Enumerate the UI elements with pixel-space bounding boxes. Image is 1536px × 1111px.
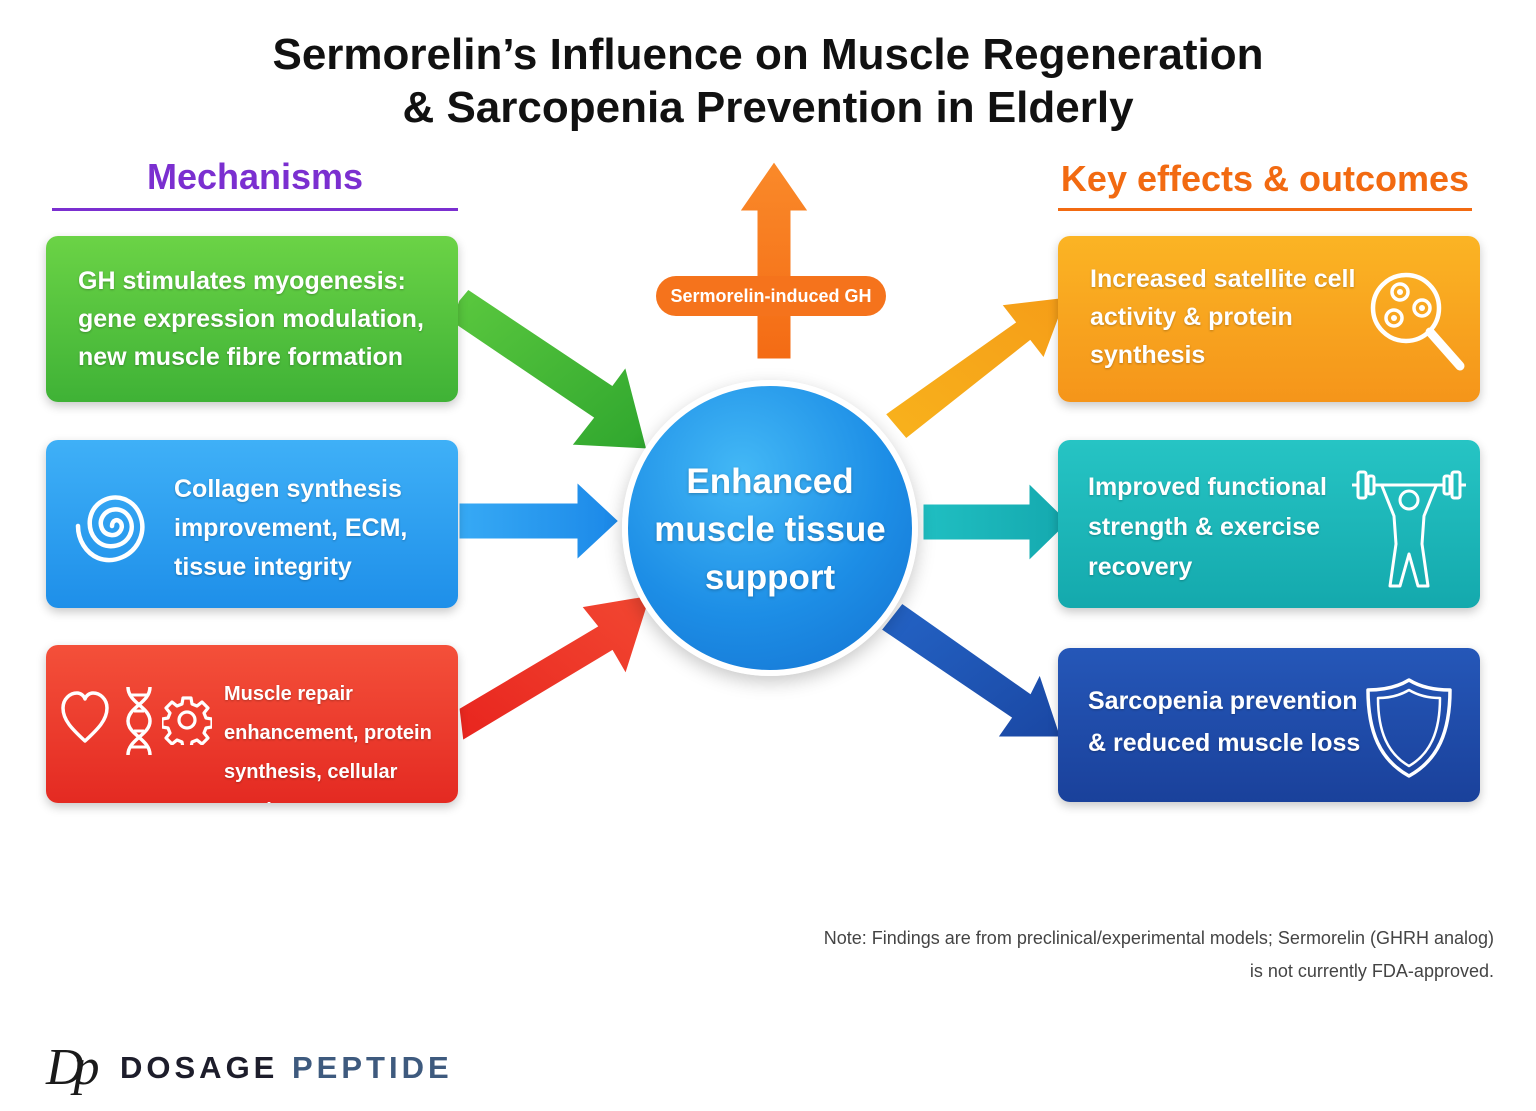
arrow-yellow: [881, 294, 1071, 443]
arrow-blue: [456, 476, 623, 566]
mechanism-text: GH stimulates myogenesis: gene expressio…: [78, 267, 424, 371]
outcome-text: Improved functional strength & exercise …: [1088, 473, 1327, 581]
title-line-1: Sermorelin’s Influence on Muscle Regener…: [272, 30, 1264, 79]
dna-icon: [126, 686, 152, 756]
arrow-teal: [920, 477, 1073, 567]
footnote: Note: Findings are from preclinical/expe…: [700, 922, 1494, 988]
center-label: Enhanced muscle tissue support: [654, 462, 886, 597]
title-line-2: & Sarcopenia Prevention in Elderly: [402, 83, 1134, 132]
mechanism-text: Collagen synthesis improvement, ECM, tis…: [174, 475, 408, 581]
footnote-line-1: Note: Findings are from preclinical/expe…: [823, 928, 1494, 948]
mechanisms-heading: Mechanisms: [146, 156, 364, 197]
logo-word-dosage: DOSAGE: [120, 1050, 279, 1085]
shield-icon: [1366, 678, 1452, 778]
weightlifter-icon: [1352, 470, 1466, 588]
gh-pill: Sermorelin-induced GH: [656, 276, 886, 316]
logo-mark: Dp: [46, 1039, 99, 1096]
arrow-green: [448, 286, 650, 452]
mechanism-box-myogenesis: GH stimulates myogenesis: gene expressio…: [46, 236, 458, 402]
magnifier-cells-icon: [1370, 272, 1465, 371]
outcome-box-satellite: Increased satellite cell activity & prot…: [1058, 236, 1480, 402]
outcome-box-strength: Improved functional strength & exercise …: [1058, 440, 1480, 608]
page-title: Sermorelin’s Influence on Muscle Regener…: [0, 28, 1536, 134]
center-circle: Enhanced muscle tissue support: [622, 380, 918, 676]
logo-word-peptide: PEPTIDE: [292, 1050, 453, 1085]
footnote-line-2: is not currently FDA-approved.: [1249, 961, 1494, 981]
arrow-navy: [877, 599, 1065, 740]
arrow-red: [456, 592, 655, 745]
outcome-box-sarcopenia: Sarcopenia prevention & reduced muscle l…: [1058, 648, 1480, 802]
mechanism-box-repair: Muscle repair enhancement, protein synth…: [46, 645, 458, 803]
gear-icon: [162, 696, 212, 745]
mechanism-text: Muscle repair enhancement, protein synth…: [224, 683, 432, 803]
outcome-text: Sarcopenia prevention & reduced muscle l…: [1088, 687, 1361, 757]
mechanism-box-collagen: Collagen synthesis improvement, ECM, tis…: [46, 440, 458, 608]
arrow-orange-up: [735, 157, 813, 362]
outcomes-heading: Key effects & outcomes: [1060, 158, 1470, 199]
spiral-icon: [75, 495, 145, 563]
outcomes-underline: [1058, 208, 1472, 211]
heart-icon: [61, 691, 109, 743]
outcome-text: Increased satellite cell activity & prot…: [1090, 265, 1356, 369]
brand-logo: Dp DOSAGE PEPTIDE: [46, 1038, 486, 1098]
mechanisms-underline: [52, 208, 458, 211]
